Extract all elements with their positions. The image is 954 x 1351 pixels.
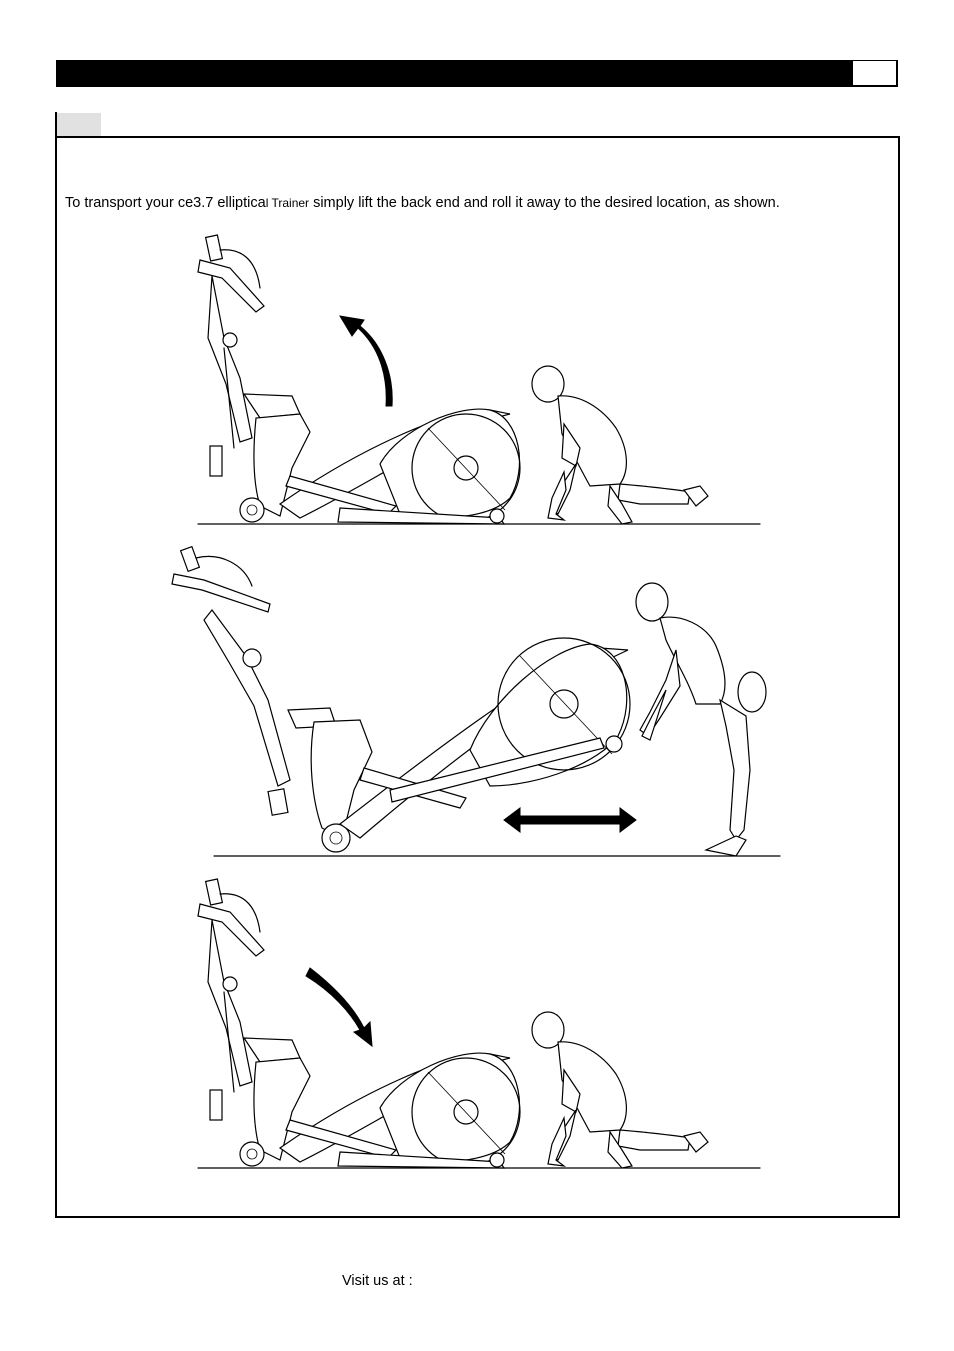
content-box <box>55 136 900 1218</box>
figure-lower-back-end <box>197 878 761 1169</box>
elliptical-trainer-tilted <box>171 545 631 853</box>
transport-instruction: To transport your ce3.7 elliptical Train… <box>65 195 780 211</box>
standing-person <box>635 582 767 857</box>
instruction-text-small: l Trainer <box>265 196 310 210</box>
kneeling-person <box>531 1011 709 1169</box>
figure-roll-to-location <box>171 545 781 857</box>
roll-arrow-icon <box>503 807 637 833</box>
section-tab-edge <box>55 112 57 138</box>
page-number-box <box>853 60 898 87</box>
instruction-text-start: To transport your ce3.7 elliptica <box>65 195 266 211</box>
elliptical-trainer <box>197 878 521 1169</box>
lift-arrow-icon <box>339 315 393 407</box>
kneeling-person <box>531 365 709 525</box>
section-tab <box>57 113 101 136</box>
elliptical-trainer <box>197 234 521 525</box>
footer-visit-label: Visit us at : <box>342 1273 413 1289</box>
instruction-text-end: simply lift the back end and roll it awa… <box>309 195 780 211</box>
figure-lift-back-end <box>197 234 761 525</box>
header-bar <box>56 60 853 87</box>
lower-arrow-icon <box>305 967 373 1048</box>
